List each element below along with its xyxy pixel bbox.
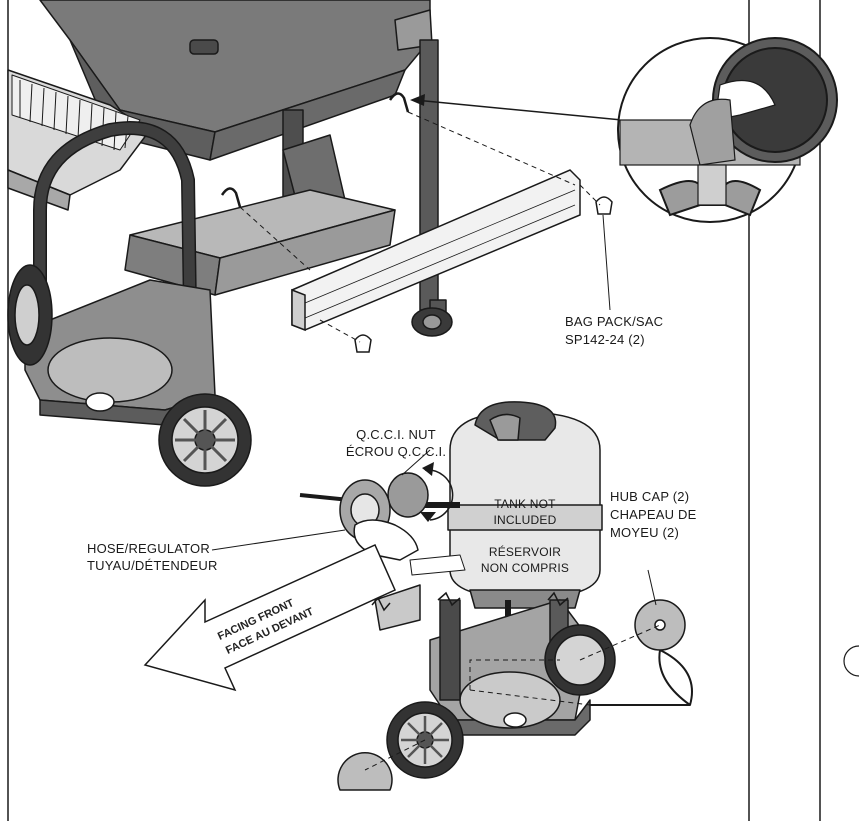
leader-lines <box>211 214 657 606</box>
detail-callout-arrow <box>414 99 623 121</box>
facing-front-arrow <box>143 544 396 692</box>
hub-cap-label-line2: CHAPEAU DE <box>610 507 697 522</box>
edge-mark <box>843 645 859 677</box>
hose-regulator-label-line2: TUYAU/DÉTENDEUR <box>87 558 218 573</box>
dashed-guide-lines <box>239 111 601 343</box>
bag-pack-label-line2: SP142-24 (2) <box>565 332 645 347</box>
qcci-nut-label-line2: ÉCROU Q.C.C.I. <box>345 444 447 459</box>
tank-label-line1: TANK NOT <box>494 497 556 511</box>
tank-label-line3: RÉSERVOIR <box>488 545 562 559</box>
hose-regulator-label-line1: HOSE/REGULATOR <box>87 541 210 556</box>
tank-label-line4: NON COMPRIS <box>480 561 570 575</box>
lower-dashed-lines <box>364 624 661 771</box>
qcci-nut-label-line1: Q.C.C.I. NUT <box>356 427 436 442</box>
hub-cap-label-line1: HUB CAP (2) <box>610 489 690 504</box>
detail-zoom-circle <box>617 37 838 223</box>
break-marks <box>371 591 569 612</box>
crossbar-assembly <box>220 92 613 353</box>
detail-callout-arrowhead <box>410 94 425 106</box>
tank-label-line2: INCLUDED <box>493 513 557 527</box>
bag-pack-label-line1: BAG PACK/SAC <box>565 314 664 329</box>
grill-assembly <box>7 0 453 487</box>
hub-cap-label-line3: MOYEU (2) <box>610 525 679 540</box>
